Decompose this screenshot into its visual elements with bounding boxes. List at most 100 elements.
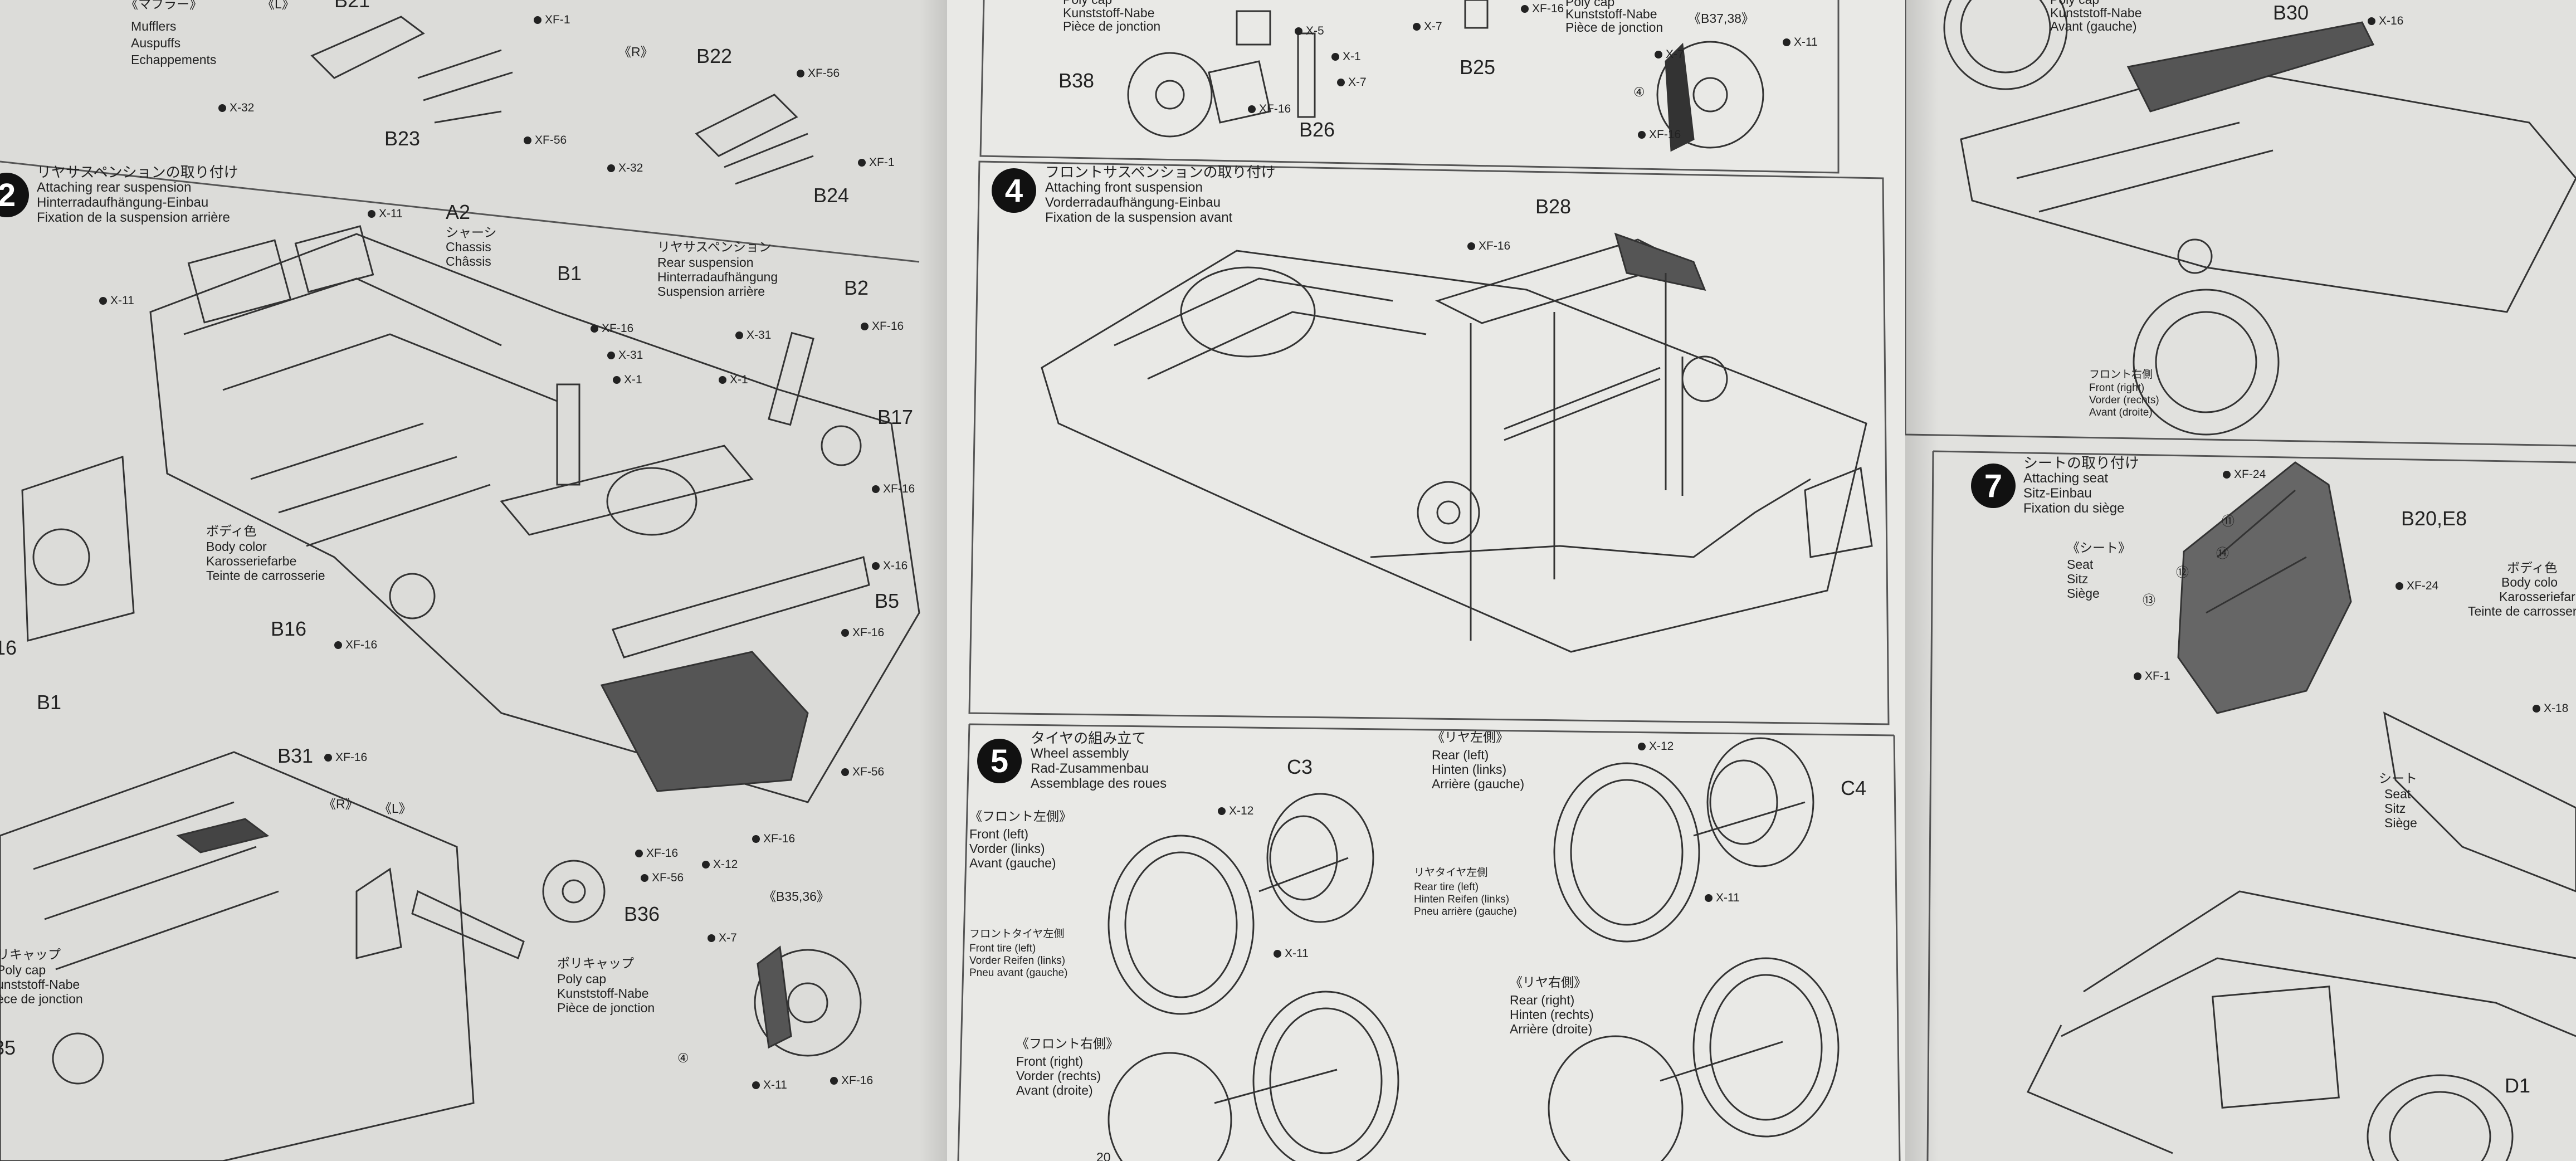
front-left-fr: Avant (gauche) [969, 856, 1056, 870]
body-colo-de: Karosseriefarb [2499, 589, 2576, 604]
s3-polycap-en: Poly cap [1063, 0, 1112, 7]
rear-tire-fr: Pneu arrière (gauche) [1414, 906, 1517, 918]
rear-susp-en: Rear suspension [657, 255, 754, 270]
screw-x18: X-18 [2533, 702, 2568, 715]
step-4-title: フロントサスペンションの取り付け Attaching front suspens… [1045, 165, 1276, 226]
front-tire-fr: Pneu avant (gauche) [969, 967, 1068, 979]
screw-x11-c: X-11 [752, 1079, 787, 1092]
part-b36: B36 [624, 903, 660, 925]
chassis-fr: Châssis [446, 254, 491, 269]
step-2-title-de: Hinterradaufhängung-Einbau [37, 195, 209, 210]
b37-38-label: 《B37,38》 [1688, 11, 1754, 26]
num-13: ⑬ [2143, 593, 2155, 607]
rear-susp-fr: Suspension arrière [657, 284, 765, 299]
part-b5: B5 [875, 589, 900, 612]
screw-x32-a: X-32 [218, 101, 254, 115]
screw-xf56-d: XF-56 [641, 871, 684, 885]
body-colo-en: Body colo [2501, 575, 2558, 589]
step-7-title-en: Attaching seat [2023, 471, 2109, 486]
screw-xf24-b: XF-24 [2396, 579, 2438, 593]
part-b24: B24 [813, 184, 850, 207]
num-14: ⑭ [2216, 546, 2229, 560]
part-d1: D1 [2505, 1074, 2531, 1097]
body-colo-fr: Teinte de carrosser [2468, 604, 2576, 618]
screw-xf16-k: XF-16 [1521, 2, 1564, 16]
part-16-edge: 16 [0, 636, 17, 659]
part-b21: B21 [334, 0, 370, 12]
part-b26: B26 [1299, 118, 1335, 141]
l-label: 《L》 [379, 801, 412, 816]
polycap-left-jp: リキャップ [0, 947, 61, 962]
part-b28: B28 [1535, 195, 1572, 218]
step-5-number: 5 [977, 739, 1022, 783]
rear-susp-jp: リヤサスペンション [657, 240, 772, 254]
rear-left-fr: Arrière (gauche) [1432, 777, 1525, 791]
seat-de: Sitz [2067, 572, 2089, 586]
step-2-title-fr: Fixation de la suspension arrière [37, 210, 230, 225]
step-2-title: リヤサスペンションの取り付け Attaching rear suspension… [37, 165, 238, 226]
screw-xf1-a: XF-1 [534, 13, 570, 27]
part-b1-left: B1 [37, 691, 62, 714]
screw-x16-b: X-16 [2368, 14, 2403, 28]
polycap-jp: ポリキャップ [557, 956, 634, 970]
step-7-title-de: Sitz-Einbau [2023, 486, 2092, 501]
rear-tire-en: Rear tire (left) [1414, 881, 1479, 893]
polycap-left-de: unststoff-Nabe [0, 977, 80, 992]
mufflers-label-en: Mufflers [131, 19, 177, 33]
rear-left-de: Hinten (links) [1432, 762, 1507, 777]
num-11: ⑪ [2222, 514, 2235, 528]
s3-polycap2-fr: Pièce de jonction [1565, 20, 1663, 35]
screw-xf56-c: XF-56 [841, 765, 884, 779]
screw-xf16-a: XF-16 [591, 322, 633, 335]
polycap-en: Poly cap [557, 972, 607, 986]
screw-x11-e: X-11 [1274, 947, 1309, 960]
seat2-de: Sitz [2384, 801, 2406, 816]
front-right-fr: Avant (droite) [1016, 1083, 1093, 1097]
screw-x7-a: X-7 [708, 931, 737, 945]
part-35: 35 [0, 1036, 16, 1059]
step-5-title-de: Rad-Zusammenbau [1031, 761, 1149, 776]
mufflers-label-fr: Echappements [131, 52, 217, 67]
front-left-de: Vorder (links) [969, 841, 1045, 856]
screw-xf16-c: XF-16 [872, 482, 915, 496]
screw-xf16-b: XF-16 [861, 320, 904, 333]
step-7-title-jp: シートの取り付け [2023, 455, 2140, 471]
screw-x12-b: X-12 [1218, 804, 1253, 818]
s3-polycap-de: Kunststoff-Nabe [1063, 6, 1155, 20]
front-tire-de: Vorder Reifen (links) [969, 955, 1066, 967]
front-right-de: Vorder (rechts) [1016, 1069, 1101, 1083]
body-color-jp: ボディ色 [206, 524, 257, 538]
screw-x1-b: X-1 [719, 373, 748, 387]
step-4-title-fr: Fixation de la suspension avant [1045, 210, 1233, 225]
polycap-de: Kunststoff-Nabe [557, 986, 649, 1001]
seat2-en: Seat [2384, 787, 2411, 801]
b35-36-label: 《B35,36》 [763, 889, 830, 904]
step-5-title: タイヤの組み立て Wheel assembly Rad-Zusammenbau … [1031, 731, 1167, 792]
screw-x1-a: X-1 [613, 373, 642, 387]
screw-xf1-c: XF-1 [2134, 670, 2170, 683]
front-right-jp: 《フロント右側》 [1016, 1036, 1119, 1051]
front-tire-jp: フロントタイヤ左側 [969, 928, 1065, 940]
front-tire-en: Front tire (left) [969, 943, 1036, 954]
num-12: ⑫ [2176, 565, 2189, 579]
part-b31: B31 [277, 744, 314, 767]
screw-x11-b: X-11 [99, 294, 134, 308]
rear-left-jp: 《リヤ左側》 [1432, 730, 1509, 744]
chassis-de: Chassis [446, 240, 491, 254]
screw-xf24-a: XF-24 [2223, 468, 2266, 481]
circle-4-b: ④ [1633, 85, 1645, 99]
step-7-number: 7 [1971, 464, 2016, 508]
polycap-fr: Pièce de jonction [557, 1001, 655, 1015]
screw-xf16-g: XF-16 [635, 847, 678, 860]
s6-front-right-en: Front (right) [2089, 382, 2145, 394]
part-b23: B23 [384, 127, 421, 150]
screw-x16: X-16 [872, 559, 908, 573]
rear-right-fr: Arrière (droite) [1510, 1022, 1593, 1036]
step-5-title-fr: Assemblage des roues [1031, 776, 1167, 791]
step-2-title-en: Attaching rear suspension [37, 180, 192, 195]
s6-front-right-jp: フロント右側 [2089, 369, 2153, 381]
page-left-drawings [0, 16, 920, 1161]
s6-top-en: Poly cap [2050, 0, 2099, 7]
s3-polycap2-en: Poly cap [1565, 0, 1615, 9]
screw-xf16-i: XF-16 [830, 1074, 873, 1087]
